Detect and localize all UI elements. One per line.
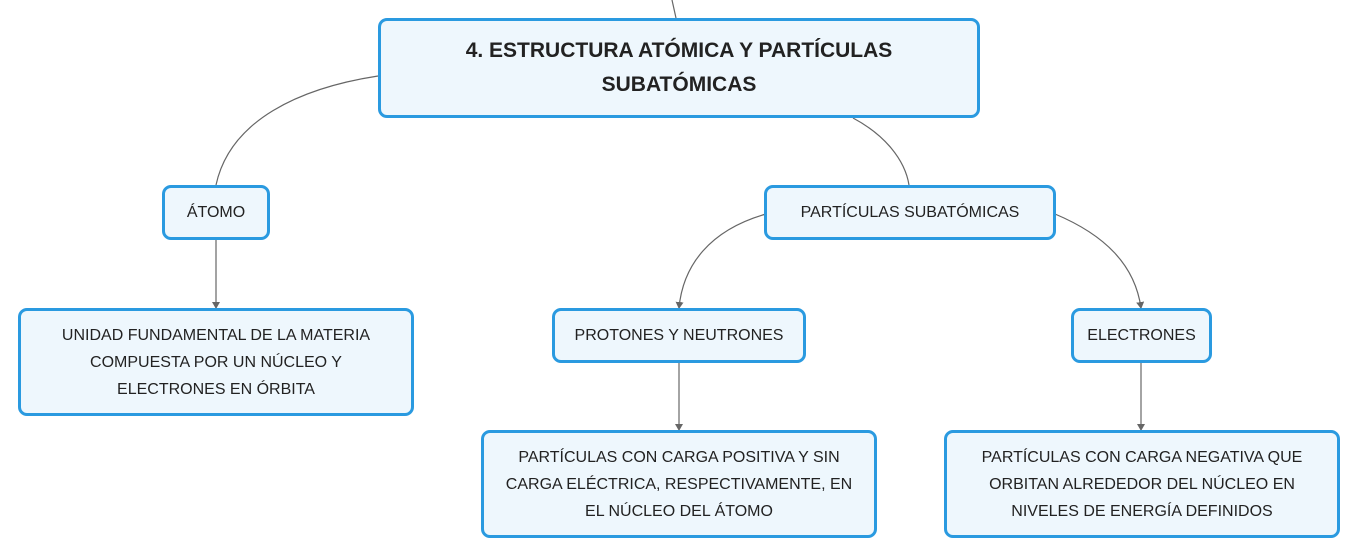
connector-particulas-to-electrones bbox=[1054, 213, 1145, 309]
root-topic-title: 4. ESTRUCTURA ATÓMICA Y PARTÍCULAS SUBAT… bbox=[465, 39, 893, 96]
protones-neutrones-description-node[interactable]: PARTÍCULAS CON CARGA POSITIVA Y SIN CARG… bbox=[481, 430, 877, 538]
connector-root-to-particulas bbox=[852, 117, 910, 186]
atomo-description-node[interactable]: UNIDAD FUNDAMENTAL DE LA MATERIA COMPUES… bbox=[18, 308, 414, 416]
electrones-description-node[interactable]: PARTÍCULAS CON CARGA NEGATIVA QUE ORBITA… bbox=[944, 430, 1340, 538]
electrones-label: ELECTRONES bbox=[1087, 327, 1196, 344]
protones-neutrones-description: PARTÍCULAS CON CARGA POSITIVA Y SIN CARG… bbox=[505, 448, 853, 520]
particulas-subatomicas-node[interactable]: PARTÍCULAS SUBATÓMICAS bbox=[764, 185, 1056, 240]
atomo-label: ÁTOMO bbox=[186, 204, 246, 221]
electrones-description: PARTÍCULAS CON CARGA NEGATIVA QUE ORBITA… bbox=[981, 448, 1303, 520]
electrones-node[interactable]: ELECTRONES bbox=[1071, 308, 1212, 363]
atomo-node[interactable]: ÁTOMO bbox=[162, 185, 270, 240]
protones-neutrones-label: PROTONES Y NEUTRONES bbox=[574, 327, 784, 344]
root-topic-node[interactable]: 4. ESTRUCTURA ATÓMICA Y PARTÍCULAS SUBAT… bbox=[378, 18, 980, 118]
connector-parent-to-root bbox=[671, 0, 677, 19]
particulas-subatomicas-label: PARTÍCULAS SUBATÓMICAS bbox=[800, 204, 1020, 221]
connector-root-to-atomo bbox=[215, 75, 379, 186]
protones-neutrones-node[interactable]: PROTONES Y NEUTRONES bbox=[552, 308, 806, 363]
atomo-description: UNIDAD FUNDAMENTAL DE LA MATERIA COMPUES… bbox=[61, 326, 371, 398]
connector-particulas-to-protones bbox=[675, 213, 767, 309]
